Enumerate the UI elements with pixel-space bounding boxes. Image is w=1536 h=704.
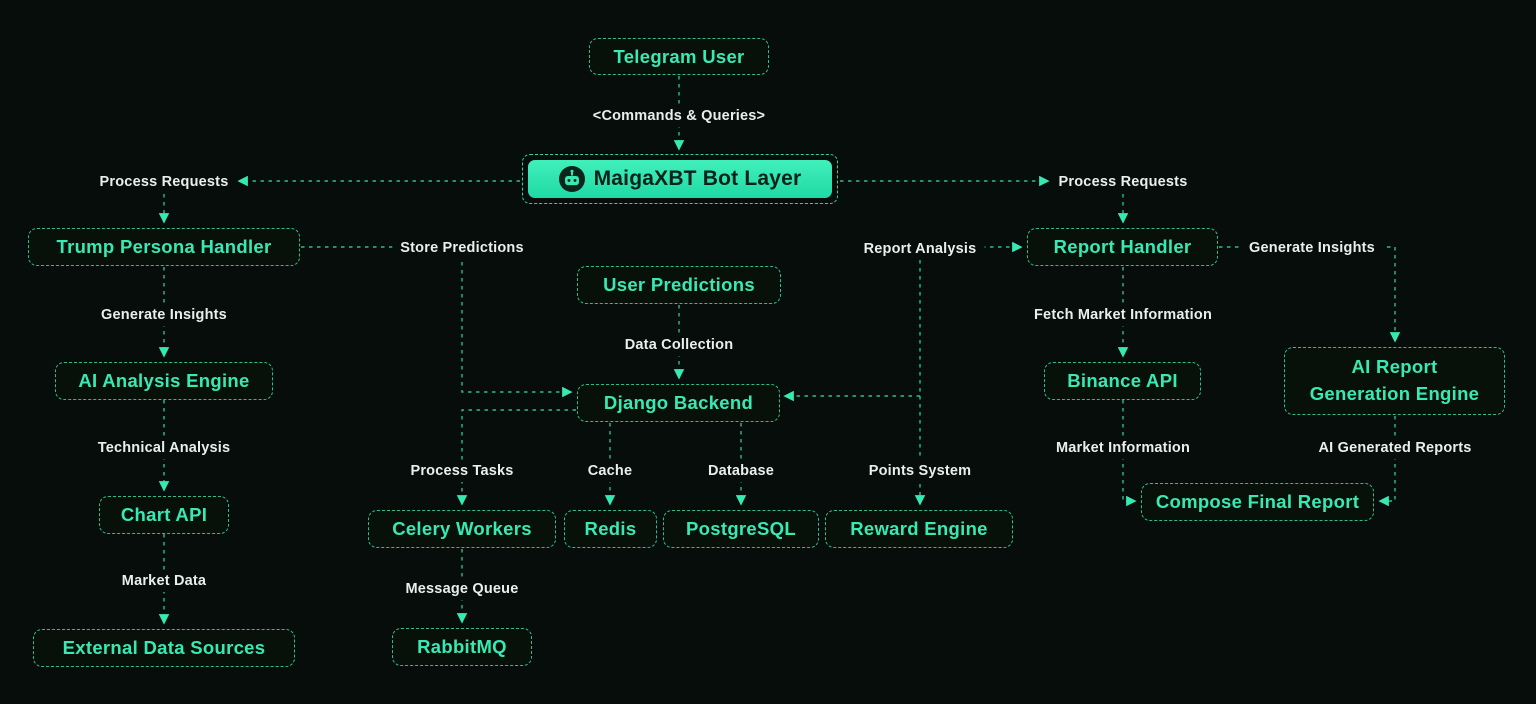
edge-label-message-queue: Message Queue — [397, 578, 527, 600]
connector-line — [1122, 400, 1137, 507]
edge-label-ai-generated-reports: AI Generated Reports — [1310, 437, 1480, 459]
edge-label-report-analysis: Report Analysis — [855, 238, 985, 260]
node-reward-engine: Reward Engine — [825, 510, 1013, 548]
node-bot-layer: MaigaXBT Bot Layer — [522, 154, 838, 204]
edge-label-database: Database — [699, 460, 783, 482]
node-compose-final-report: Compose Final Report — [1141, 483, 1374, 521]
node-redis: Redis — [564, 510, 657, 548]
edge-label-store-predictions: Store Predictions — [392, 237, 532, 259]
edge-label-generate-insights-right: Generate Insights — [1241, 237, 1383, 259]
edge-label-points-system: Points System — [860, 460, 980, 482]
connector-line — [1219, 246, 1401, 343]
edge-label-process-tasks: Process Tasks — [402, 460, 522, 482]
node-chart-api: Chart API — [99, 496, 229, 534]
node-label: MaigaXBT Bot Layer — [593, 167, 802, 190]
edge-label-data-collection: Data Collection — [616, 334, 742, 356]
node-binance-api: Binance API — [1044, 362, 1201, 400]
edge-label-fetch-market-information: Fetch Market Information — [1025, 304, 1221, 326]
node-telegram-user: Telegram User — [589, 38, 769, 75]
node-external-data-sources: External Data Sources — [33, 629, 295, 667]
node-user-predictions: User Predictions — [577, 266, 781, 304]
connector-line — [301, 246, 573, 398]
node-django-backend: Django Backend — [577, 384, 780, 422]
node-ai-report-generation-engine: AI Report Generation Engine — [1284, 347, 1505, 415]
edge-label-process-requests-left: Process Requests — [91, 171, 237, 193]
node-rabbitmq: RabbitMQ — [392, 628, 532, 666]
edge-label-cache: Cache — [579, 460, 641, 482]
edge-label-generate-insights-left: Generate Insights — [93, 304, 235, 326]
node-trump-persona-handler: Trump Persona Handler — [28, 228, 300, 266]
edge-label-market-data: Market Data — [113, 570, 215, 592]
node-postgresql: PostgreSQL — [663, 510, 819, 548]
edge-label-process-requests-right: Process Requests — [1050, 171, 1196, 193]
node-celery-workers: Celery Workers — [368, 510, 556, 548]
edge-label-market-information: Market Information — [1047, 437, 1199, 459]
bot-layer-highlight: MaigaXBT Bot Layer — [528, 160, 832, 198]
edge-label-technical-analysis: Technical Analysis — [89, 437, 239, 459]
node-report-handler: Report Handler — [1027, 228, 1218, 266]
connector-line — [456, 409, 576, 506]
robot-icon — [558, 166, 585, 192]
node-ai-analysis-engine: AI Analysis Engine — [55, 362, 273, 400]
edge-label-commands-queries: <Commands & Queries> — [584, 105, 774, 127]
